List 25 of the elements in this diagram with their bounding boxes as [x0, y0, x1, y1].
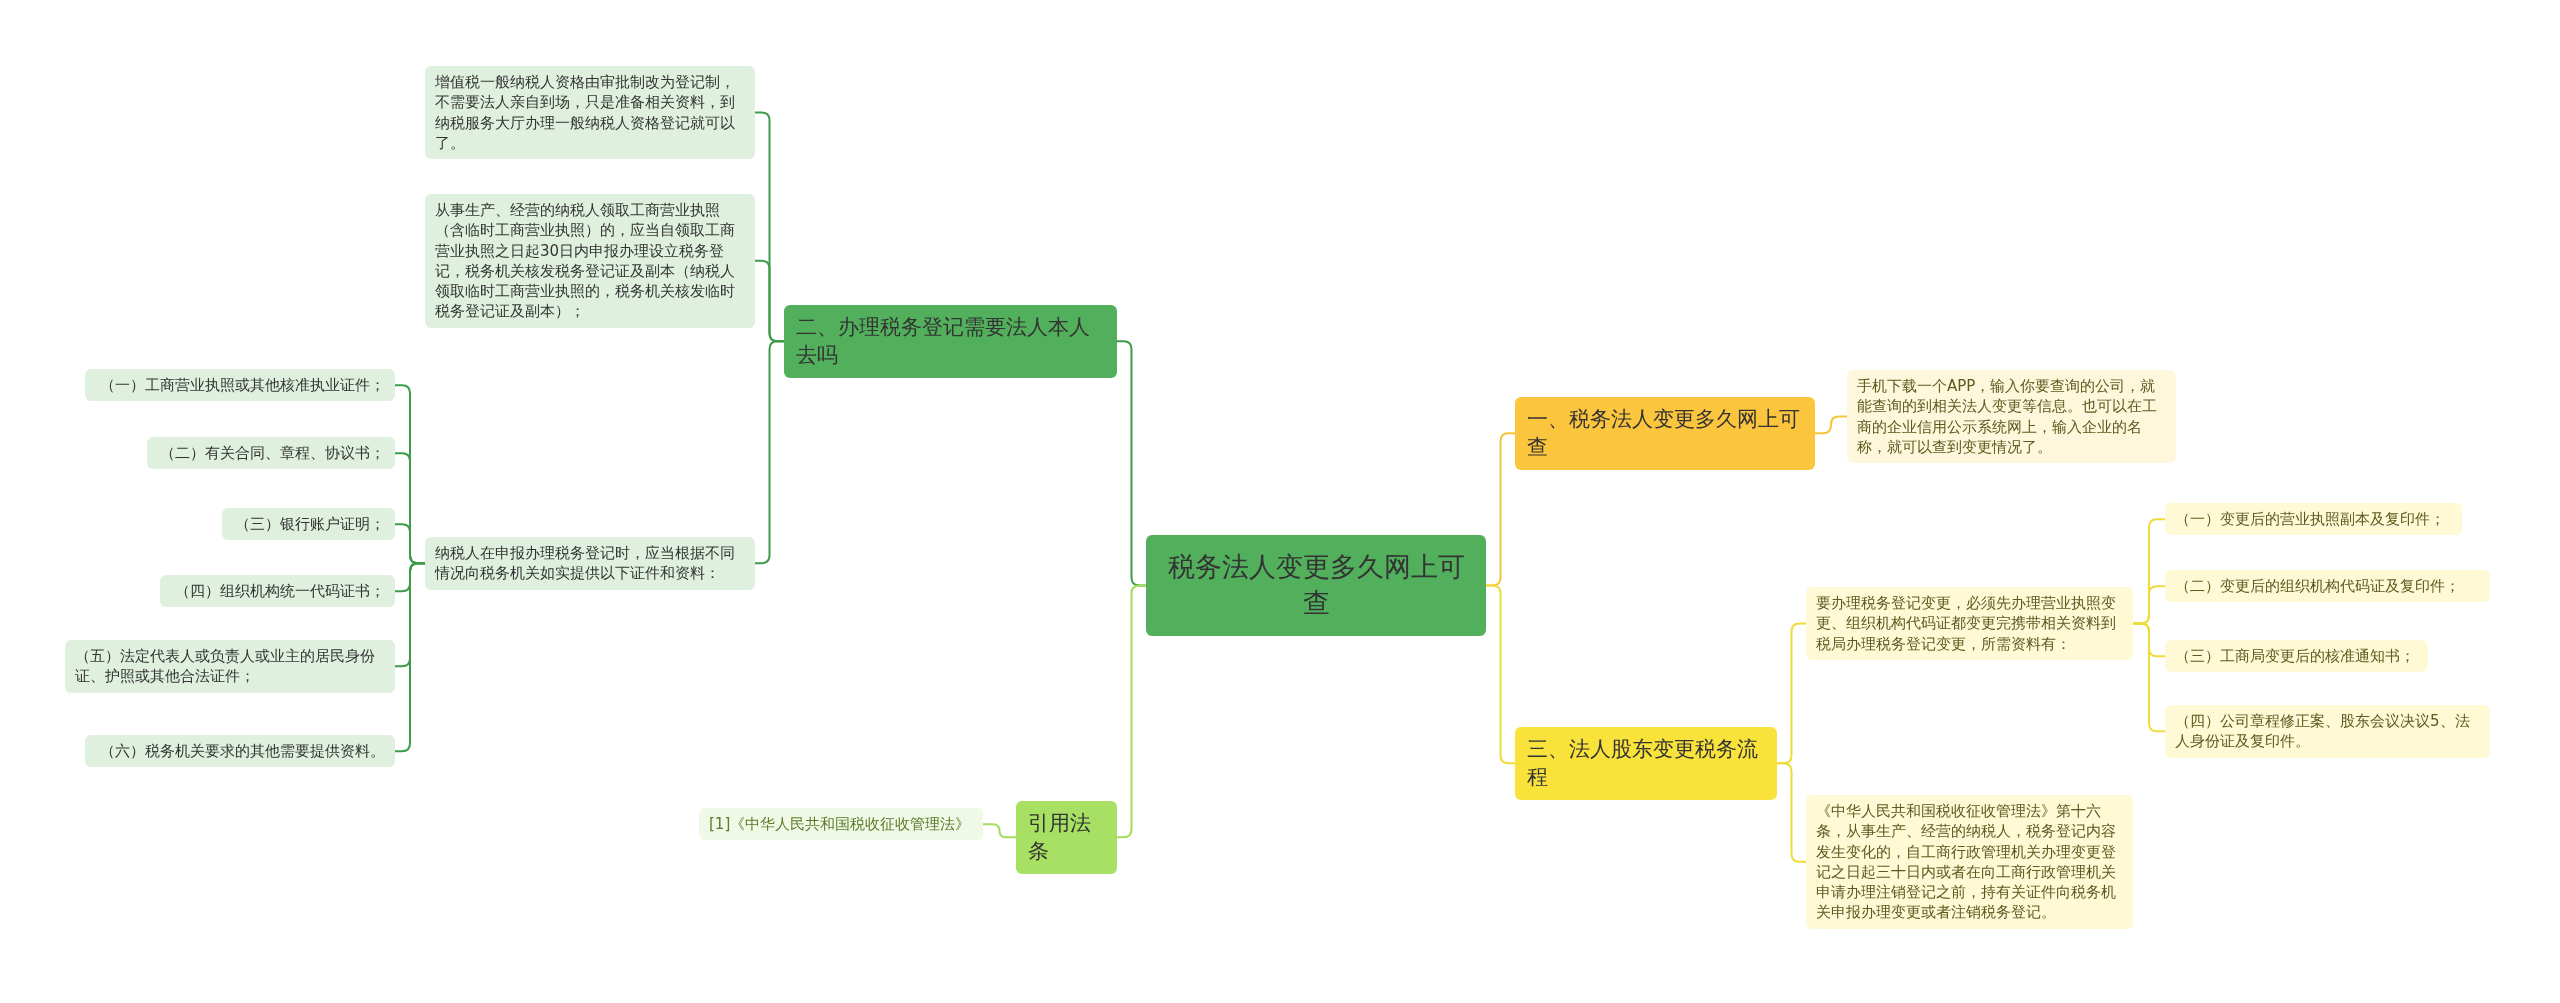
list-item-box: （二）有关合同、章程、协议书； — [147, 437, 395, 470]
note-box: [1]《中华人民共和国税收征收管理法》 — [699, 808, 983, 841]
connector-line — [1814, 415, 1848, 435]
list-item-box: （一）工商营业执照或其他核准执业证件； — [85, 369, 395, 402]
branch-topic-box: 引用法条 — [1016, 801, 1117, 874]
list-item-box: （五）法定代表人或负责人或业主的居民身份证、护照或其他合法证件； — [65, 640, 395, 693]
note-box: 从事生产、经营的纳税人领取工商营业执照（含临时工商营业执照）的，应当自领取工商营业执照之日起30日内申报办理设立税务登记，税务机关核发税务登记证及副本（纳税人领取临时工商营业执照的，税务机关核发临时税务登记证及副本）； — [425, 194, 755, 328]
list-item-box: （三）银行账户证明； — [222, 508, 395, 541]
list-item-box: （一）变更后的营业执照副本及复印件； — [2165, 503, 2462, 536]
list-item-box: （四）公司章程修正案、股东会议决议5、法人身份证及复印件。 — [2165, 705, 2490, 758]
branch-topic-box: 二、办理税务登记需要法人本人去吗 — [784, 305, 1117, 378]
central-topic-box: 税务法人变更多久网上可查 — [1146, 535, 1486, 636]
note-box: 要办理税务登记变更，必须先办理营业执照变更、组织机构代码证都变更完携带相关资料到税局办理税务登记变更，所需资料有： — [1806, 587, 2133, 660]
list-item-box: （三）工商局变更后的核准通知书； — [2165, 640, 2428, 673]
branch-topic-box: 一、税务法人变更多久网上可查 — [1515, 397, 1815, 470]
branch-topic-box: 三、法人股东变更税务流程 — [1515, 727, 1777, 800]
connector-line — [2132, 622, 2166, 733]
note-box: 增值税一般纳税人资格由审批制改为登记制，不需要法人亲自到场，只是准备相关资料，到纳税服务大厅办理一般纳税人资格登记就可以了。 — [425, 66, 755, 159]
note-box: 纳税人在申报办理税务登记时，应当根据不同情况向税务机关如实提供以下证件和资料： — [425, 537, 755, 590]
note-box: 手机下载一个APP，输入你要查询的公司，就能查询的到相关法人变更等信息。也可以在工商的企业信用公示系统网上，输入企业的名称，就可以查到变更情况了。 — [1847, 370, 2176, 463]
list-item-box: （二）变更后的组织机构代码证及复印件； — [2165, 570, 2490, 603]
note-box: 《中华人民共和国税收征收管理法》第十六条，从事生产、经营的纳税人，税务登记内容发生变化的，自工商行政管理机关办理变更登记之日起三十日内或者在向工商行政管理机关申请办理注销登记之前，持有关证件向税务机关申报办理变更或者注销税务登记。 — [1806, 795, 2133, 929]
list-item-box: （六）税务机关要求的其他需要提供资料。 — [85, 735, 395, 768]
list-item-box: （四）组织机构统一代码证书； — [160, 575, 395, 608]
connector-line — [982, 823, 1017, 839]
